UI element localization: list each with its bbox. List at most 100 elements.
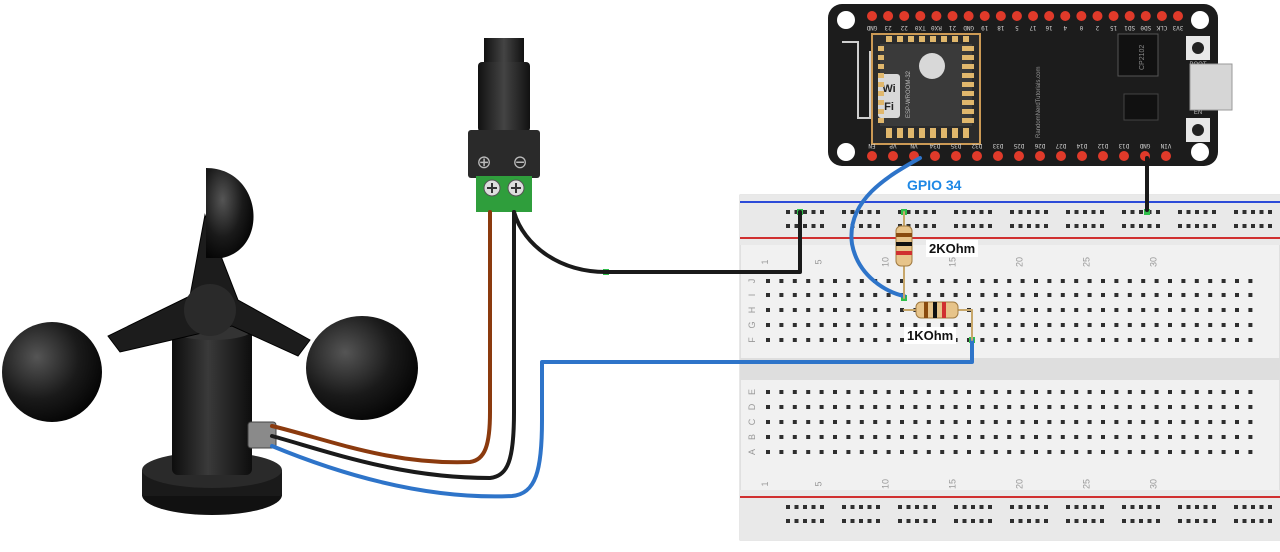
breadboard-hole (913, 435, 918, 439)
breadboard-rail-hole (1203, 224, 1208, 228)
breadboard-rail-hole (1195, 224, 1199, 228)
breadboard-hole (953, 293, 958, 297)
breadboard-hole (1194, 390, 1199, 394)
breadboard-hole (846, 450, 851, 454)
jack-housing (468, 130, 540, 178)
breadboard-rail-hole (1066, 224, 1070, 228)
breadboard-hole (779, 435, 784, 439)
breadboard-rail-hole (1259, 210, 1264, 214)
breadboard-rail-hole (962, 210, 967, 214)
breadboard-rail-hole (1234, 210, 1238, 214)
breadboard-hole (1235, 293, 1239, 297)
esp32-pin-label: D25 (1013, 142, 1024, 149)
breadboard-rail-hole (803, 519, 807, 523)
breadboard-rail-hole (1178, 505, 1182, 509)
breadboard-hole (980, 390, 985, 394)
breadboard-rail-hole (794, 224, 799, 228)
breadboard-hole (1060, 293, 1065, 297)
esp32-pin (867, 11, 877, 21)
module-pad (962, 64, 974, 69)
breadboard-hole (846, 405, 851, 409)
breadboard-hole (1114, 390, 1119, 394)
breadboard-rail-hole (1242, 210, 1247, 214)
breadboard-hole (1221, 293, 1226, 297)
breadboard-rail-hole (1139, 224, 1143, 228)
board-vendor-label: RandomNerdTutorials.com (1036, 67, 1042, 138)
breadboard-hole (1114, 420, 1119, 424)
breadboard-rail-hole (867, 505, 872, 509)
breadboard-column-number: 5 (814, 481, 824, 486)
breadboard-rail-hole (1195, 210, 1199, 214)
esp32-pin (1014, 151, 1024, 161)
breadboard-hole (1034, 293, 1038, 297)
breadboard-hole (779, 390, 784, 394)
module-pad (908, 36, 914, 42)
module-pad (878, 91, 884, 96)
breadboard-rail-hole (1178, 224, 1182, 228)
breadboard-hole (779, 405, 784, 409)
breadboard-hole (1127, 293, 1132, 297)
breadboard-column-number: 10 (881, 257, 891, 267)
breadboard-hole (873, 420, 878, 424)
breadboard-hole (1141, 338, 1146, 342)
breadboard-rail-hole (1195, 519, 1199, 523)
breadboard-rail-hole (971, 224, 975, 228)
esp32-pin (1173, 11, 1183, 21)
breadboard-hole (1127, 323, 1132, 327)
breadboard-hole (873, 435, 878, 439)
breadboard-hole (1141, 308, 1146, 312)
breadboard-hole (766, 450, 770, 454)
esp32-pin-label: 21 (949, 24, 957, 31)
breadboard-rail-hole (1083, 224, 1087, 228)
breadboard-hole (1248, 405, 1253, 409)
breadboard-hole (779, 323, 784, 327)
breadboard-hole (1127, 405, 1132, 409)
breadboard-hole (1181, 323, 1186, 327)
esp32-pin-label: D34 (929, 142, 940, 149)
breadboard-rail-hole (1203, 210, 1208, 214)
usb-chip-label: CP2102 (1139, 45, 1146, 70)
module-pad (962, 109, 974, 114)
breadboard-hole (940, 390, 945, 394)
breadboard-hole (779, 450, 784, 454)
breadboard-hole (940, 279, 945, 283)
breadboard-row-letter: I (747, 294, 757, 297)
breadboard-rail-hole (842, 224, 846, 228)
breadboard-hole (1101, 323, 1105, 327)
jack-terminal-block (476, 176, 532, 212)
breadboard-hole (886, 450, 891, 454)
breadboard-column-number: 5 (814, 259, 824, 264)
breadboard-hole (886, 279, 891, 283)
breadboard-hole (886, 293, 891, 297)
breadboard-hole (1194, 323, 1199, 327)
esp32-pin (883, 11, 894, 21)
breadboard-hole (1087, 390, 1092, 394)
breadboard-hole (1235, 435, 1239, 439)
breadboard-hole (913, 420, 918, 424)
breadboard-rail-hole (1212, 505, 1216, 509)
breadboard-rail-hole (1122, 224, 1126, 228)
breadboard-rail-hole (842, 505, 846, 509)
breadboard-hole (1168, 338, 1172, 342)
breadboard-hole (1047, 450, 1052, 454)
breadboard-rail-hole (1251, 505, 1255, 509)
breadboard-hole (1194, 450, 1199, 454)
breadboard-hole (1020, 308, 1025, 312)
esp32-pin-label: RX0 (931, 24, 942, 31)
breadboard-hole (833, 338, 837, 342)
breadboard-rail-hole (1044, 210, 1048, 214)
esp32-pin-label: EN (868, 142, 876, 149)
breadboard-hole (846, 323, 851, 327)
breadboard-rail-hole (803, 210, 807, 214)
breadboard-hole (1141, 390, 1146, 394)
esp32-pin (888, 151, 898, 161)
anemometer (2, 168, 418, 515)
esp32-pin (963, 11, 974, 21)
esp32-pin-label: VIN (1160, 142, 1171, 149)
breadboard-hole (766, 323, 770, 327)
breadboard-rail-hole (915, 519, 919, 523)
breadboard-hole (1087, 420, 1092, 424)
breadboard-hole (926, 450, 931, 454)
breadboard-hole (1127, 308, 1132, 312)
